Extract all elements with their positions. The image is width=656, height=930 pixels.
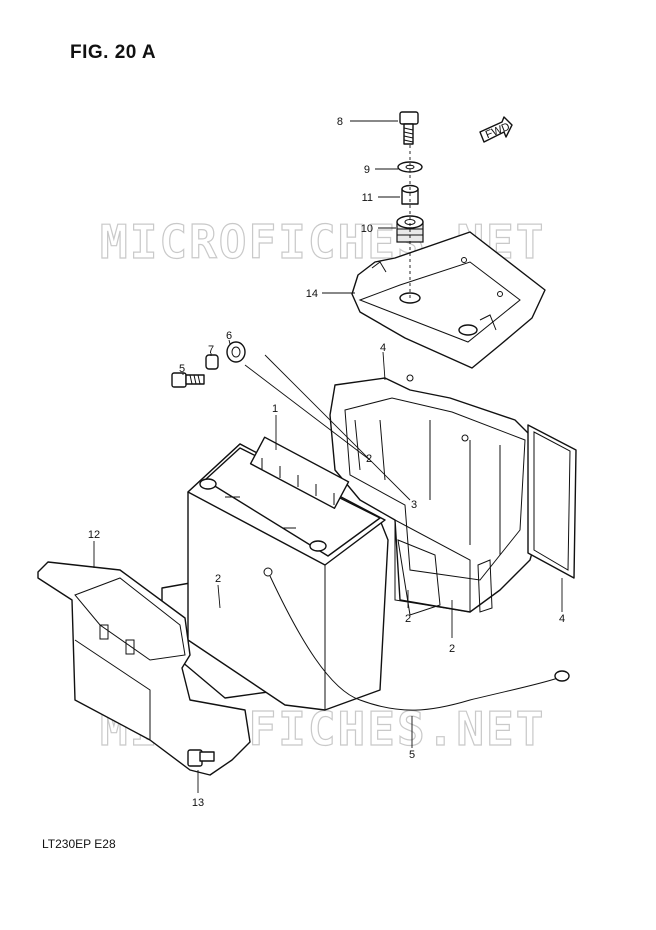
callout-10: 8 xyxy=(337,116,343,128)
part-10-bolt xyxy=(399,111,419,145)
callout-11: 9 xyxy=(364,164,370,176)
model-code: LT230EP E28 xyxy=(42,837,116,851)
callout-4: 4 xyxy=(559,613,565,625)
callout-14: 12 xyxy=(88,529,100,541)
leader-lines xyxy=(93,120,563,793)
part-4-pad xyxy=(527,424,577,579)
part-5-breather-hose xyxy=(269,575,570,711)
part-11-washer xyxy=(397,161,423,173)
callout-3: 3 xyxy=(411,499,417,511)
callout-2-front-pad: 2 xyxy=(215,573,221,585)
callout-5: 5 xyxy=(409,749,415,761)
callout-15: 13 xyxy=(192,797,204,809)
part-6-battery-case xyxy=(329,374,541,613)
callout-6: 4 xyxy=(380,342,386,354)
callout-8: 6 xyxy=(226,330,232,342)
part-9-collar xyxy=(205,354,219,370)
callout-1: 1 xyxy=(272,403,278,415)
callout-12: 10 xyxy=(361,223,373,235)
part-16-battery-holder-plate xyxy=(351,145,546,369)
figure-title: FIG. 20 A xyxy=(70,42,157,63)
forward-direction-marker: FWD xyxy=(479,116,513,143)
fwd-label: FWD xyxy=(484,121,512,142)
callout-16: 14 xyxy=(306,288,318,300)
part-15-bolt xyxy=(187,749,215,767)
part-2-pad-inner xyxy=(397,539,441,616)
callout-13: 11 xyxy=(362,192,373,204)
part-1-battery xyxy=(187,436,389,711)
part-8-cushion xyxy=(226,341,246,363)
part-7-bolt xyxy=(171,372,205,388)
callout-7: 5 xyxy=(179,363,185,375)
part-14-battery-cover xyxy=(37,561,251,776)
callout-2-lower: 2 xyxy=(449,643,455,655)
callout-9: 7 xyxy=(208,344,214,356)
callout-2-upper: 2 xyxy=(366,453,372,465)
callout-2-inner: 2 xyxy=(405,613,411,625)
